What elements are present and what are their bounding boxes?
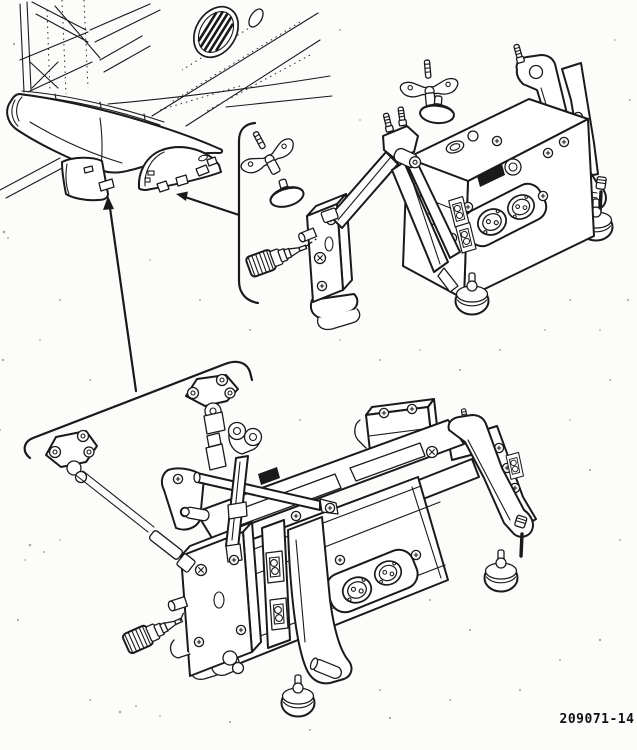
upper-detail-boundary bbox=[237, 121, 260, 305]
access-port bbox=[248, 8, 264, 28]
tie-rod-linkage bbox=[45, 373, 339, 573]
upper-adapter-assembly bbox=[228, 43, 614, 331]
clamp-screw-and-foot bbox=[578, 176, 614, 242]
right-clamp-bracket bbox=[447, 414, 537, 593]
suction-foot bbox=[483, 549, 519, 593]
left-fin-fairing bbox=[61, 156, 115, 202]
quick-disconnect-plug-lower bbox=[120, 606, 187, 656]
charging-port bbox=[167, 595, 189, 612]
lower-detail-boundary bbox=[23, 360, 254, 460]
bellcrank-plate bbox=[160, 467, 210, 531]
lower-adapter-assembly bbox=[45, 373, 537, 718]
arm-clevis bbox=[382, 125, 419, 159]
wing-screw-top bbox=[397, 56, 461, 126]
figure-number: 209071-14 bbox=[560, 712, 635, 727]
quick-disconnect-plug-upper bbox=[244, 236, 320, 279]
charging-port bbox=[298, 227, 318, 243]
front-clamp-leg bbox=[222, 516, 353, 718]
right-fin-fairing bbox=[137, 146, 222, 193]
scan-speckles bbox=[0, 29, 631, 731]
callout-arrow-left bbox=[103, 196, 138, 393]
left-clamp-block bbox=[167, 521, 262, 680]
callout-arrow-right bbox=[176, 191, 241, 217]
clamp-arm-assembly bbox=[320, 106, 490, 316]
louver-vent-icon bbox=[192, 5, 240, 59]
adapter-body bbox=[402, 98, 595, 300]
suction-foot bbox=[280, 674, 316, 718]
pylon-fairing bbox=[6, 90, 224, 202]
triangular-link-plate-left bbox=[45, 429, 98, 468]
triangular-link-plate-center bbox=[185, 373, 239, 407]
lattice-beam bbox=[195, 419, 465, 539]
aircraft-fuselage-section bbox=[0, 0, 333, 199]
